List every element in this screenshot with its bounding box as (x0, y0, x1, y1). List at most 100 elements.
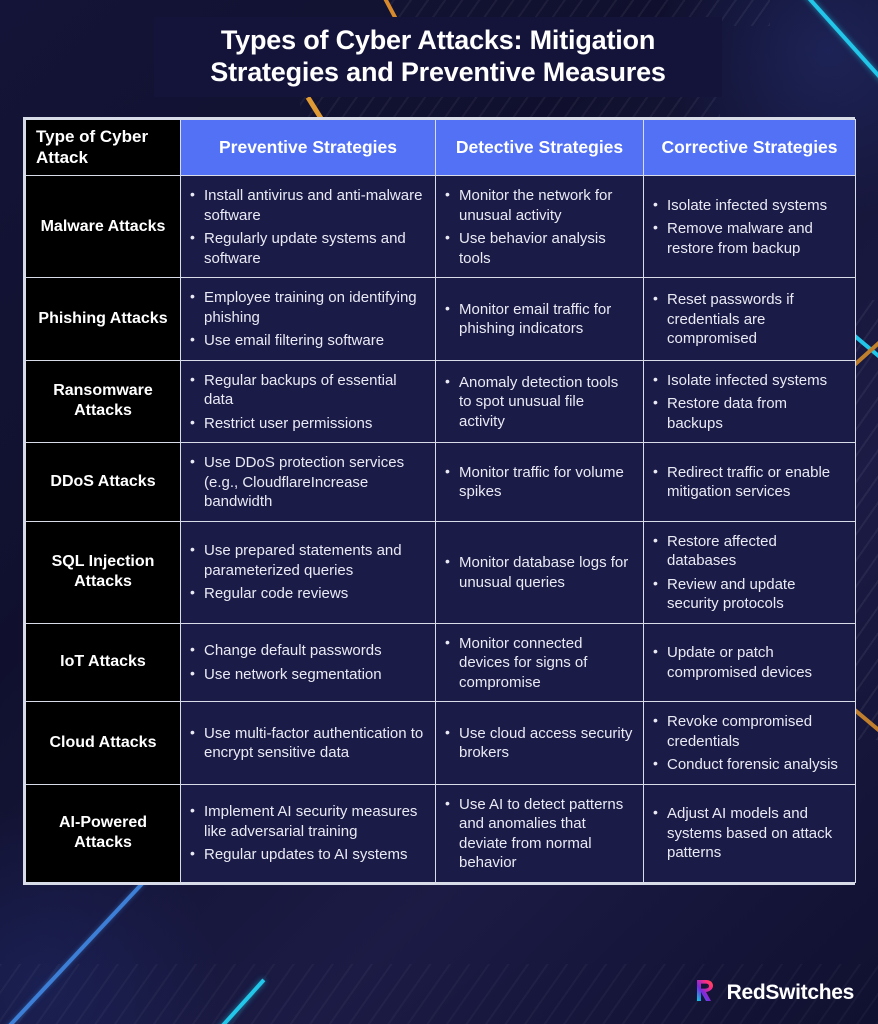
corrective-strategies-cell: Revoke compromised credentialsConduct fo… (643, 701, 856, 785)
table-row: AI-Powered AttacksImplement AI security … (25, 783, 856, 883)
strategy-list: Anomaly detection tools to spot unusual … (442, 372, 633, 432)
detective-strategies-cell: Monitor database logs for unusual querie… (435, 520, 644, 624)
redswitches-logo[interactable]: RedSwitches (693, 978, 854, 1008)
strategy-list: Implement AI security measures like adve… (187, 801, 425, 865)
redswitches-wordmark: RedSwitches (726, 981, 855, 1004)
corrective-strategies-cell: Redirect traffic or enable mitigation se… (643, 442, 856, 522)
strategy-list: Use multi-factor authentication to encry… (187, 723, 425, 763)
page-title: Types of Cyber Attacks: Mitigation Strat… (210, 25, 666, 87)
cyber-attacks-table: Type of Cyber Attack Preventive Strategi… (25, 119, 856, 883)
strategy-list-item: Isolate infected systems (650, 370, 845, 391)
preventive-strategies-cell: Use multi-factor authentication to encry… (180, 701, 436, 785)
title-banner: Types of Cyber Attacks: Mitigation Strat… (154, 17, 722, 97)
table-row: IoT AttacksChange default passwordsUse n… (25, 622, 856, 702)
detective-strategies-cell: Use AI to detect patterns and anomalies … (435, 783, 644, 883)
detective-strategies-cell: Monitor traffic for volume spikes (435, 442, 644, 522)
strategy-list-item: Adjust AI models and systems based on at… (650, 803, 845, 863)
detective-strategies-cell: Monitor connected devices for signs of c… (435, 622, 644, 702)
strategy-list-item: Regular updates to AI systems (187, 844, 425, 865)
strategy-list-item: Use network segmentation (187, 664, 425, 685)
strategy-list: Reset passwords if credentials are compr… (650, 289, 845, 349)
strategy-list: Install antivirus and anti-malware softw… (187, 185, 425, 268)
preventive-strategies-cell: Implement AI security measures like adve… (180, 783, 436, 883)
cyber-attacks-table-container: Type of Cyber Attack Preventive Strategi… (23, 117, 856, 885)
column-header-corrective: Corrective Strategies (643, 119, 856, 176)
strategy-list-item: Monitor connected devices for signs of c… (442, 633, 633, 693)
strategy-list-item: Regularly update systems and software (187, 228, 425, 268)
blue-diagonal-bottom-left (0, 877, 148, 1024)
attack-type-cell: Cloud Attacks (25, 701, 181, 785)
strategy-list-item: Monitor the network for unusual activity (442, 185, 633, 225)
strategy-list-item: Use AI to detect patterns and anomalies … (442, 794, 633, 873)
strategy-list-item: Employee training on identifying phishin… (187, 287, 425, 327)
strategy-list: Change default passwordsUse network segm… (187, 640, 425, 685)
strategy-list-item: Use prepared statements and parameterize… (187, 540, 425, 580)
strategy-list-item: Remove malware and restore from backup (650, 218, 845, 258)
corrective-strategies-cell: Update or patch compromised devices (643, 622, 856, 702)
strategy-list-item: Monitor traffic for volume spikes (442, 462, 633, 502)
table-row: Ransomware AttacksRegular backups of ess… (25, 359, 856, 443)
table-header-row: Type of Cyber Attack Preventive Strategi… (25, 119, 856, 176)
preventive-strategies-cell: Regular backups of essential dataRestric… (180, 359, 436, 443)
corrective-strategies-cell: Reset passwords if credentials are compr… (643, 277, 856, 361)
cyan-diagonal-top-right (803, 0, 878, 129)
table-body: Malware AttacksInstall antivirus and ant… (25, 175, 856, 883)
attack-type-cell: Phishing Attacks (25, 277, 181, 361)
strategy-list: Restore affected databasesReview and upd… (650, 531, 845, 614)
strategy-list: Isolate infected systemsRestore data fro… (650, 370, 845, 434)
strategy-list-item: Isolate infected systems (650, 195, 845, 216)
strategy-list: Use DDoS protection services (e.g., Clou… (187, 452, 425, 512)
strategy-list: Redirect traffic or enable mitigation se… (650, 462, 845, 502)
strategy-list-item: Conduct forensic analysis (650, 754, 845, 775)
strategy-list: Monitor email traffic for phishing indic… (442, 299, 633, 339)
detective-strategies-cell: Monitor the network for unusual activity… (435, 175, 644, 278)
detective-strategies-cell: Use cloud access security brokers (435, 701, 644, 785)
column-header-preventive: Preventive Strategies (180, 119, 436, 176)
strategy-list-item: Monitor database logs for unusual querie… (442, 552, 633, 592)
strategy-list-item: Review and update security protocols (650, 574, 845, 614)
table-row: Malware AttacksInstall antivirus and ant… (25, 175, 856, 278)
strategy-list-item: Restrict user permissions (187, 413, 425, 434)
strategy-list-item: Install antivirus and anti-malware softw… (187, 185, 425, 225)
preventive-strategies-cell: Use DDoS protection services (e.g., Clou… (180, 442, 436, 522)
strategy-list: Adjust AI models and systems based on at… (650, 803, 845, 863)
strategy-list-item: Use DDoS protection services (e.g., Clou… (187, 452, 425, 512)
strategy-list: Use AI to detect patterns and anomalies … (442, 794, 633, 873)
table-header: Type of Cyber Attack Preventive Strategi… (25, 119, 856, 176)
attack-type-cell: Malware Attacks (25, 175, 181, 278)
strategy-list-item: Change default passwords (187, 640, 425, 661)
redswitches-mark-icon (693, 978, 718, 1008)
detective-strategies-cell: Monitor email traffic for phishing indic… (435, 277, 644, 361)
strategy-list-item: Regular code reviews (187, 583, 425, 604)
strategy-list: Monitor traffic for volume spikes (442, 462, 633, 502)
strategy-list-item: Restore affected databases (650, 531, 845, 571)
strategy-list-item: Monitor email traffic for phishing indic… (442, 299, 633, 339)
table-row: Cloud AttacksUse multi-factor authentica… (25, 701, 856, 785)
preventive-strategies-cell: Use prepared statements and parameterize… (180, 520, 436, 624)
strategy-list-item: Anomaly detection tools to spot unusual … (442, 372, 633, 432)
attack-type-cell: SQL Injection Attacks (25, 520, 181, 624)
strategy-list-item: Reset passwords if credentials are compr… (650, 289, 845, 349)
detective-strategies-cell: Anomaly detection tools to spot unusual … (435, 359, 644, 443)
strategy-list: Update or patch compromised devices (650, 642, 845, 682)
strategy-list: Regular backups of essential dataRestric… (187, 370, 425, 434)
strategy-list-item: Redirect traffic or enable mitigation se… (650, 462, 845, 502)
strategy-list-item: Regular backups of essential data (187, 370, 425, 410)
table-row: DDoS AttacksUse DDoS protection services… (25, 442, 856, 522)
column-header-detective: Detective Strategies (435, 119, 644, 176)
table-row: Phishing AttacksEmployee training on ide… (25, 277, 856, 361)
strategy-list: Monitor database logs for unusual querie… (442, 552, 633, 592)
strategy-list-item: Revoke compromised credentials (650, 711, 845, 751)
attack-type-cell: AI-Powered Attacks (25, 783, 181, 883)
strategy-list-item: Use behavior analysis tools (442, 228, 633, 268)
column-header-attack-type: Type of Cyber Attack (25, 119, 181, 176)
strategy-list-item: Use email filtering software (187, 330, 425, 351)
strategy-list: Isolate infected systemsRemove malware a… (650, 195, 845, 259)
strategy-list-item: Use multi-factor authentication to encry… (187, 723, 425, 763)
attack-type-cell: Ransomware Attacks (25, 359, 181, 443)
strategy-list: Monitor connected devices for signs of c… (442, 633, 633, 693)
preventive-strategies-cell: Employee training on identifying phishin… (180, 277, 436, 361)
strategy-list-item: Restore data from backups (650, 393, 845, 433)
preventive-strategies-cell: Change default passwordsUse network segm… (180, 622, 436, 702)
